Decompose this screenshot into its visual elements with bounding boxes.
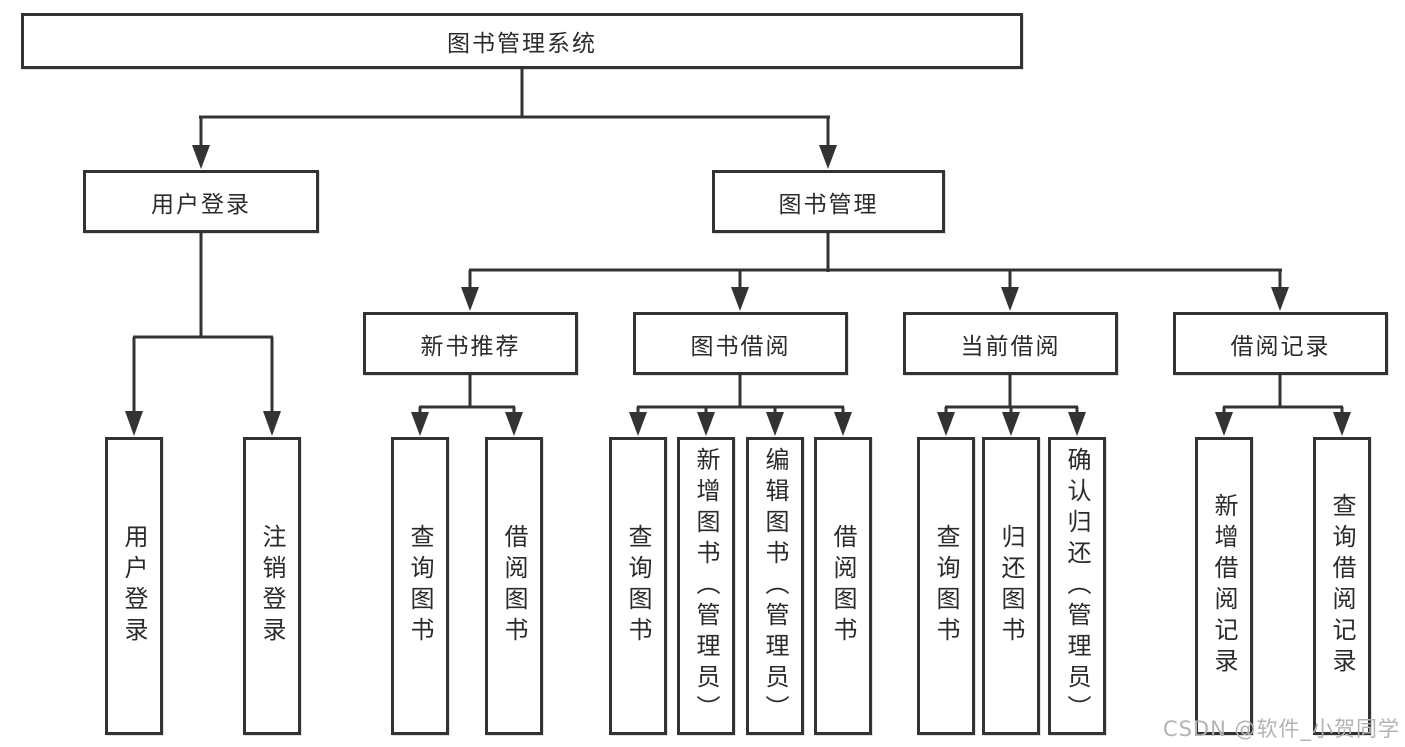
node-leaf-return-book: 归还图书 [982, 437, 1040, 735]
node-label: 借阅图书 [500, 524, 528, 648]
arrowhead [411, 412, 429, 436]
arrowhead [819, 145, 837, 169]
arrowhead [263, 411, 281, 436]
node-current-borrow: 当前借阅 [903, 312, 1118, 375]
node-leaf-borrow-books: 借阅图书 [814, 437, 872, 735]
connector-book-borrow [636, 375, 845, 413]
node-library-system: 图书管理系统 [21, 13, 1023, 69]
arrowhead [1215, 412, 1233, 436]
arrowhead [1333, 412, 1351, 436]
node-leaf-add-borrow-record: 新增借阅记录 [1195, 437, 1253, 735]
node-label: 新增借阅记录 [1210, 493, 1238, 679]
node-leaf-query-borrow-record: 查询借阅记录 [1313, 437, 1371, 735]
node-label: 图书借阅 [690, 333, 791, 360]
node-label: 图书管理系统 [447, 31, 597, 57]
node-user-login: 用户登录 [83, 170, 319, 233]
arrowhead [766, 412, 784, 436]
arrowhead [834, 412, 852, 436]
arrowhead [125, 411, 143, 436]
node-label: 用户登录 [120, 524, 148, 648]
connector-new-book [418, 375, 516, 413]
node-label: 归还图书 [997, 524, 1025, 648]
node-label: 借阅图书 [829, 524, 857, 648]
arrowhead [731, 287, 749, 311]
arrowhead [697, 412, 715, 436]
connector-borrow-records [1222, 375, 1344, 413]
arrowhead [1002, 412, 1020, 436]
node-label: 注销登录 [258, 524, 286, 648]
arrowhead [1001, 287, 1019, 311]
node-label: 借阅记录 [1230, 333, 1331, 360]
node-label: 查询图书 [624, 524, 652, 648]
node-label: 查询图书 [932, 524, 960, 648]
connector-root [199, 69, 830, 146]
node-leaf-query-books-borrow: 查询图书 [609, 437, 667, 735]
node-label: 确认归还（管理员） [1063, 446, 1091, 726]
node-leaf-user-login: 用户登录 [105, 437, 163, 735]
node-leaf-query-books-recommend: 查询图书 [391, 437, 449, 735]
node-label: 新增图书（管理员） [692, 446, 720, 726]
connector-current-borrow [944, 375, 1079, 413]
node-borrow-records: 借阅记录 [1173, 312, 1388, 375]
node-leaf-confirm-return-admin: 确认归还（管理员） [1048, 437, 1106, 735]
node-leaf-query-books-current: 查询图书 [917, 437, 975, 735]
node-label: 用户登录 [151, 191, 251, 218]
node-label: 编辑图书（管理员） [761, 446, 789, 726]
arrowhead [1271, 287, 1289, 311]
node-label: 查询借阅记录 [1328, 493, 1356, 679]
connector-book-mgmt [468, 233, 1282, 288]
node-book-borrow: 图书借阅 [633, 312, 848, 375]
arrowhead [937, 412, 955, 436]
node-leaf-edit-book-admin: 编辑图书（管理员） [746, 437, 804, 735]
node-leaf-add-book-admin: 新增图书（管理员） [677, 437, 735, 735]
node-label: 当前借阅 [960, 333, 1061, 360]
node-label: 查询图书 [406, 524, 434, 648]
node-book-management: 图书管理 [712, 170, 945, 233]
node-leaf-logout: 注销登录 [243, 437, 301, 735]
arrowhead [192, 145, 210, 169]
node-leaf-borrow-books-recommend: 借阅图书 [485, 437, 543, 735]
node-label: 新书推荐 [420, 333, 521, 360]
arrowhead [505, 412, 523, 436]
arrowhead [461, 287, 479, 311]
node-label: 图书管理 [778, 191, 879, 218]
arrowhead [1068, 412, 1086, 436]
arrowhead [629, 412, 647, 436]
connector-user-login [132, 233, 274, 412]
node-new-book-recommend: 新书推荐 [363, 312, 578, 375]
